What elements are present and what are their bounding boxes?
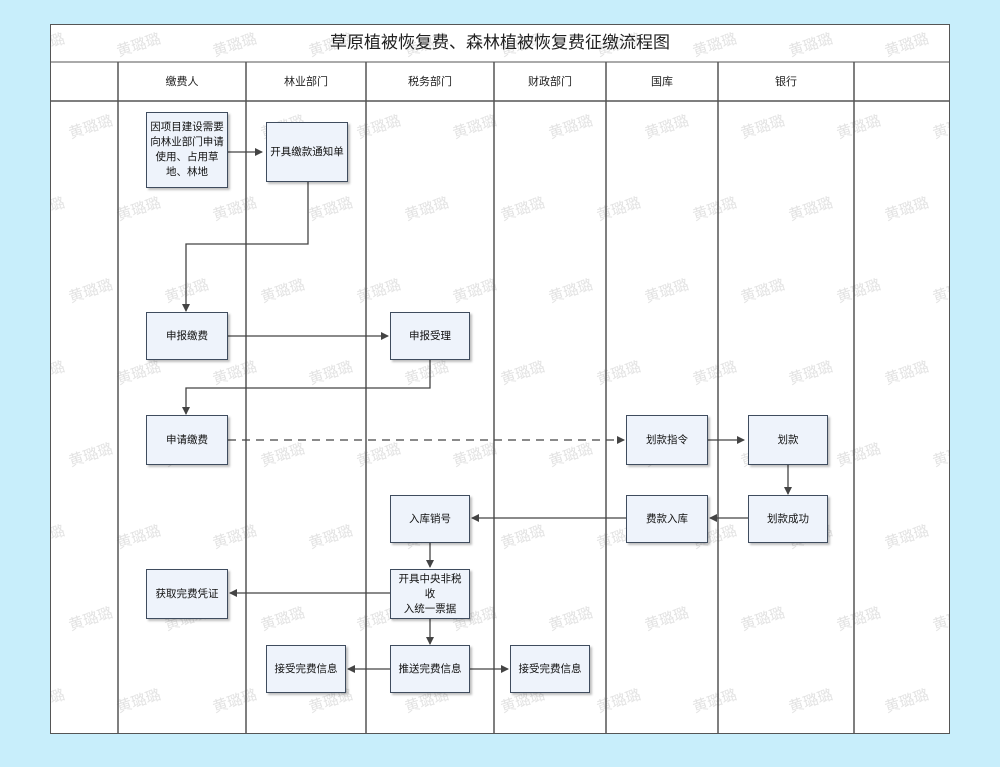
lane-header-tax: 税务部门 (408, 75, 452, 88)
node-transfer-order[interactable]: 划款指令 (626, 415, 708, 465)
node-finance-receive-info[interactable]: 接受完费信息 (510, 645, 590, 693)
node-issue-invoice[interactable]: 开具中央非税收 入统一票据 (390, 569, 470, 619)
lane-header-payer: 缴费人 (165, 75, 199, 88)
node-accept-declaration[interactable]: 申报受理 (390, 312, 470, 360)
lane-header-forestry: 林业部门 (284, 75, 328, 88)
node-push-payment-info[interactable]: 推送完费信息 (390, 645, 470, 693)
swimlane-grid (50, 24, 950, 734)
node-forestry-receive-info[interactable]: 接受完费信息 (266, 645, 346, 693)
edge-notice-to-declare (182, 182, 309, 312)
node-apply-land-use[interactable]: 因项目建设需要 向林业部门申请 使用、占用草 地、林地 (146, 112, 228, 188)
lane-header-treasury: 国库 (651, 75, 673, 88)
node-treasury-deposit[interactable]: 费款入库 (626, 495, 708, 543)
node-transfer-success[interactable]: 划款成功 (748, 495, 828, 543)
node-bank-transfer[interactable]: 划款 (748, 415, 828, 465)
node-issue-payment-notice[interactable]: 开具缴款通知单 (266, 122, 348, 182)
lane-header-bank: 银行 (775, 75, 797, 88)
diagram-title: 草原植被恢复费、森林植被恢复费征缴流程图 (330, 33, 670, 53)
node-declare-payment[interactable]: 申报缴费 (146, 312, 228, 360)
node-request-payment[interactable]: 申请缴费 (146, 415, 228, 465)
node-deposit-writeoff[interactable]: 入库销号 (390, 495, 470, 543)
flowchart-canvas: 黄璐璐黄璐璐黄璐璐黄璐璐黄璐璐黄璐璐黄璐璐黄璐璐黄璐璐黄璐璐黄璐璐黄璐璐黄璐璐黄… (50, 24, 950, 734)
node-get-payment-voucher[interactable]: 获取完费凭证 (146, 569, 228, 619)
lane-header-finance: 财政部门 (528, 75, 572, 88)
edge-accept-to-request (182, 360, 431, 415)
